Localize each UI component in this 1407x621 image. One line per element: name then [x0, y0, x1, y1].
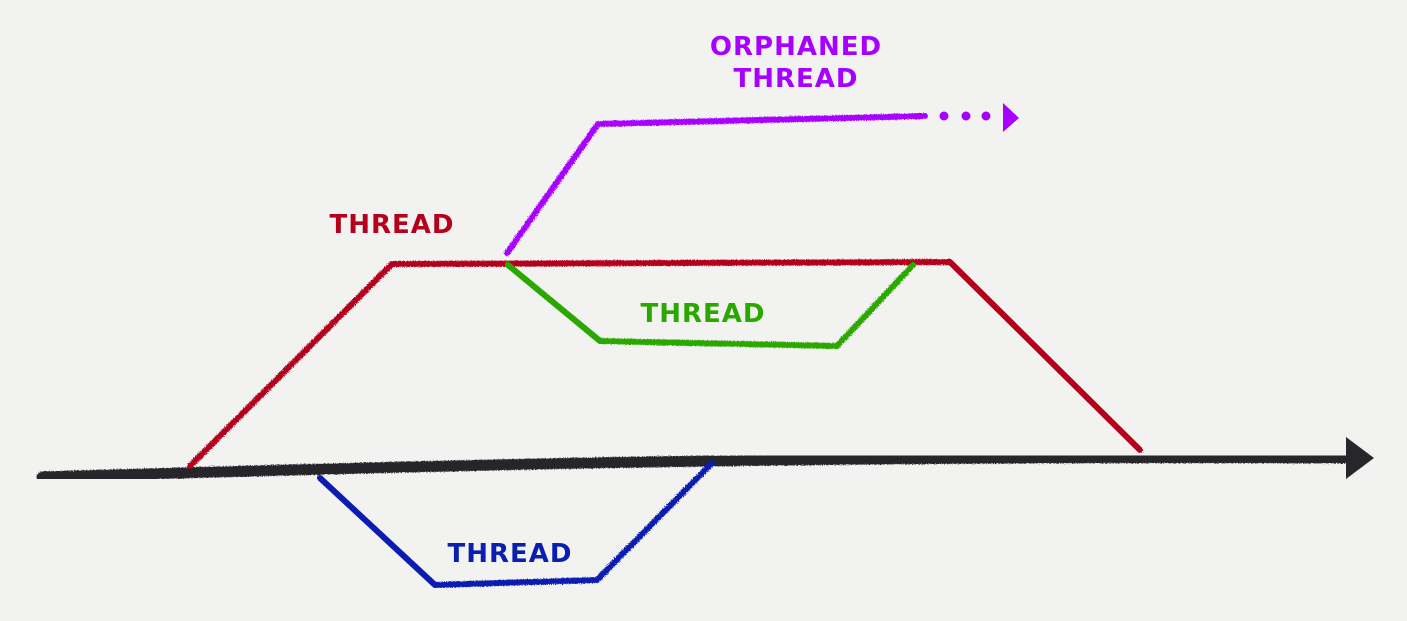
- orphaned-thread-label-line1: ORPHANED: [710, 32, 882, 62]
- orphaned-thread-arrowhead: [1003, 103, 1019, 132]
- main-thread-line: [36, 452, 1356, 483]
- orphaned-thread-dot: [939, 111, 949, 121]
- green-thread-line: [505, 262, 916, 349]
- orphaned-thread-dot: [961, 111, 971, 121]
- red-thread-line: [187, 259, 1143, 469]
- blue-thread-label: THREAD: [448, 539, 573, 569]
- orphaned-thread-dot: [981, 111, 991, 121]
- orphaned-thread-label-line2: THREAD: [734, 64, 859, 94]
- red-thread-label: THREAD: [330, 210, 455, 240]
- orphaned-thread-line: [504, 113, 928, 256]
- blue-thread-line: [317, 460, 715, 588]
- green-thread-label: THREAD: [641, 299, 766, 329]
- main-thread-arrowhead: [1346, 437, 1374, 479]
